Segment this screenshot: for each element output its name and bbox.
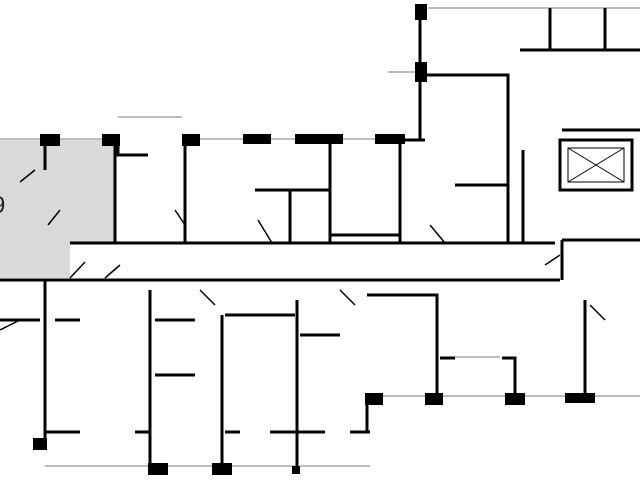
- highlighted-apartment[interactable]: [0, 138, 115, 278]
- walls: [0, 8, 640, 470]
- apartment-number: 9: [0, 192, 5, 220]
- elevator-shaft: [558, 138, 634, 192]
- elevator-icon: [567, 147, 625, 183]
- doors: [0, 169, 606, 331]
- wall-columns: [33, 4, 595, 475]
